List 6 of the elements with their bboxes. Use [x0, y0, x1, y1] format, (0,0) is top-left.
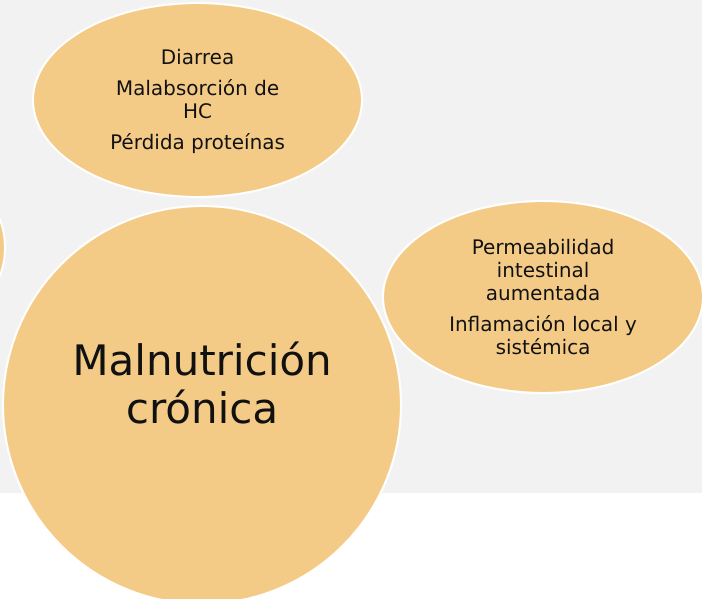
node-text: Diarrea [160, 46, 234, 69]
node-text: Malabsorción de HC [114, 77, 280, 123]
node-text: Inflamación local y sistémica [448, 312, 638, 358]
node-text: Pérdida proteínas [110, 131, 285, 154]
node-text: Permeabilidad intestinal aumentada [470, 236, 616, 304]
node-text: Malnutrición crónica [71, 336, 333, 434]
